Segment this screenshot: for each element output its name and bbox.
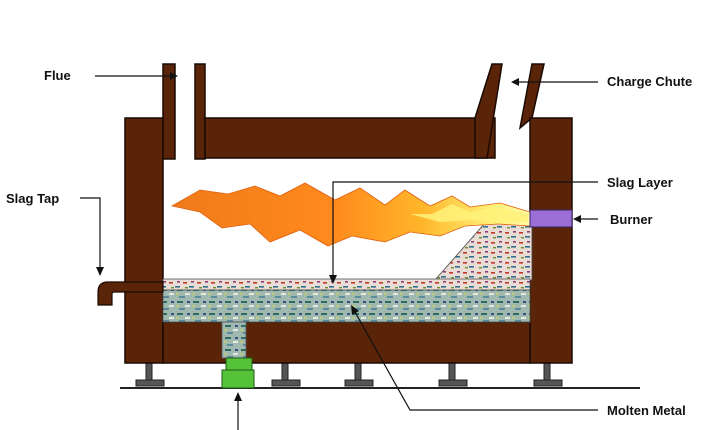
label-molten-metal: Molten Metal: [607, 403, 686, 418]
leader-lines: [80, 72, 598, 430]
flue-right-wall: [194, 63, 206, 160]
left-wall: [124, 117, 164, 364]
support-leg: [344, 361, 374, 387]
label-flue: Flue: [44, 68, 71, 83]
flue-left-wall: [162, 63, 176, 160]
burner: [529, 209, 573, 228]
slag-layer-arrow: [332, 181, 598, 276]
flame-core: [410, 204, 528, 222]
support-leg: [533, 361, 563, 387]
roof: [204, 117, 496, 159]
slag-tap-pipe: [97, 281, 164, 306]
label-slag-layer: Slag Layer: [607, 175, 673, 190]
flame: [170, 182, 531, 247]
support-leg: [271, 361, 301, 387]
molten-metal-arrow: [354, 311, 598, 411]
slag-layer: [162, 278, 531, 291]
metal-tap-channel: [221, 321, 247, 359]
furnace-walls: [124, 63, 573, 364]
support-leg: [438, 361, 468, 387]
support-leg: [135, 361, 165, 387]
chute-left-wall: [474, 63, 503, 159]
right-wall: [529, 117, 573, 364]
label-slag-tap: Slag Tap: [6, 191, 59, 206]
label-burner: Burner: [610, 212, 653, 227]
molten-metal: [162, 289, 531, 323]
slag-tap-arrow: [80, 197, 101, 268]
hearth: [162, 321, 531, 364]
tap-plug: [221, 357, 255, 389]
label-charge-chute: Charge Chute: [607, 74, 692, 89]
support-legs: [135, 361, 563, 387]
